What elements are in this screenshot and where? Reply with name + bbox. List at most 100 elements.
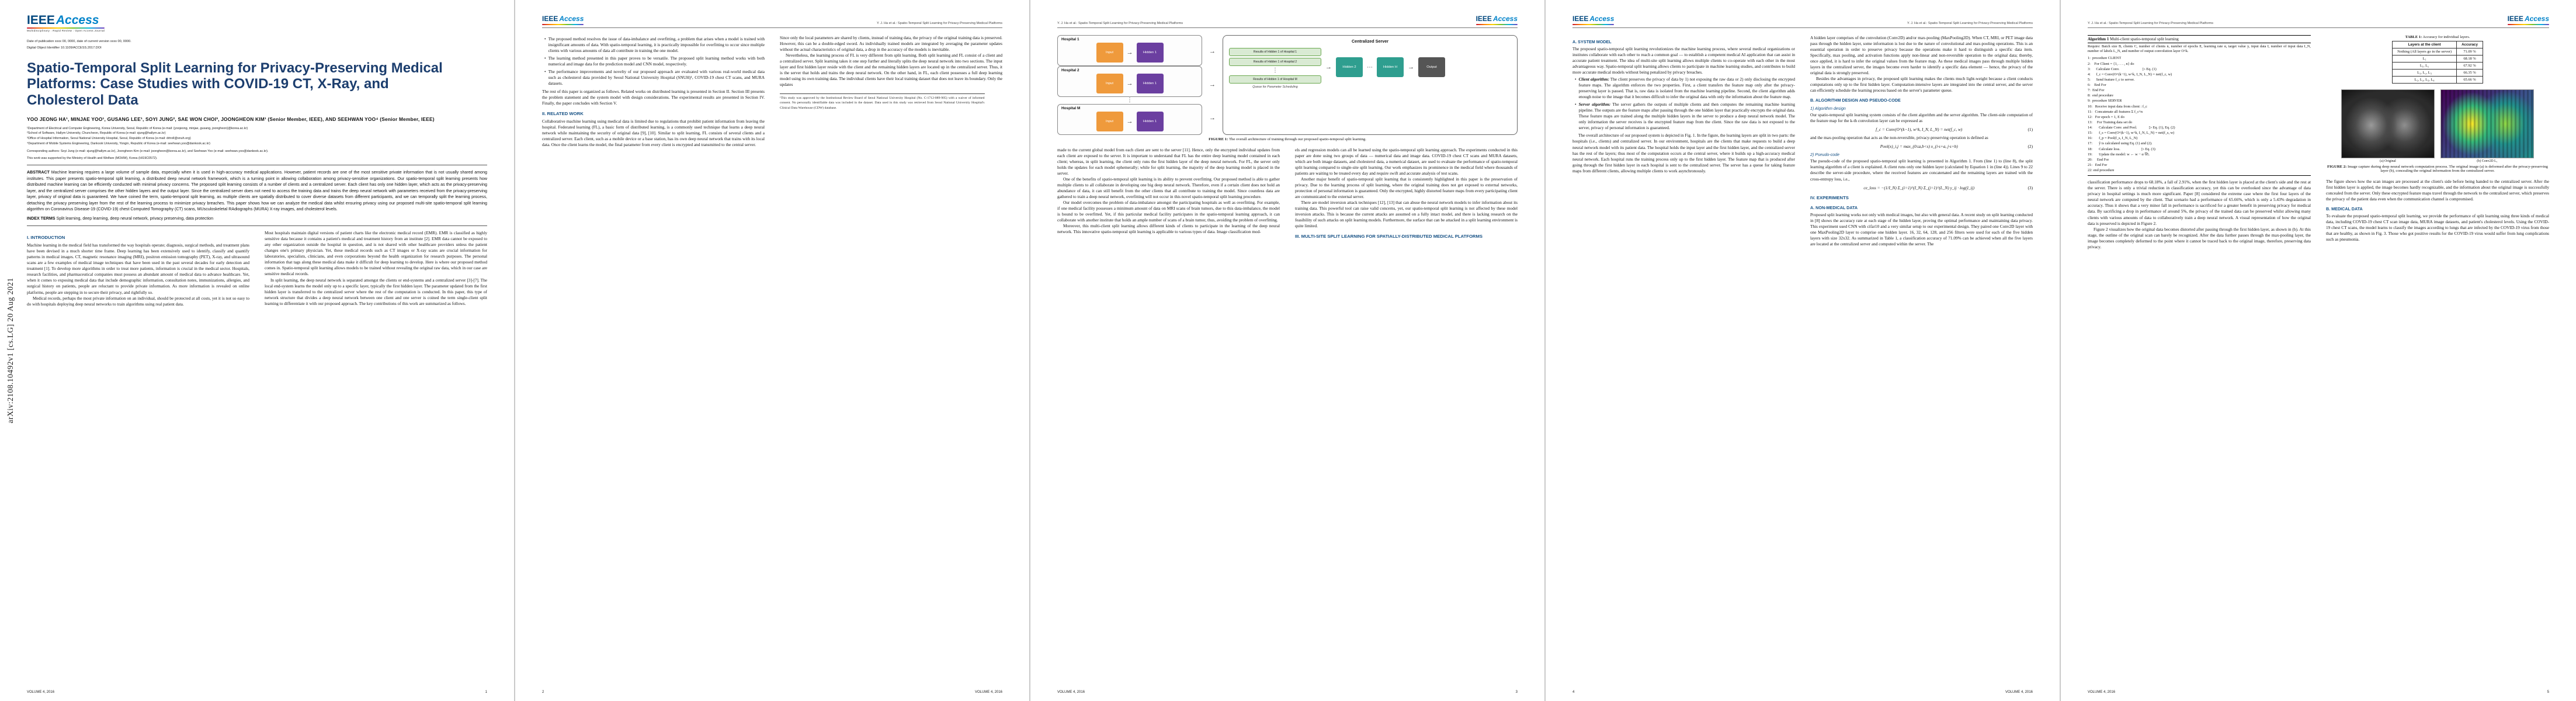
paragraph: Medical records, perhaps the most privat… — [27, 295, 249, 307]
paragraph: Collaborative machine learning using med… — [542, 119, 765, 148]
paragraph: The pseudo-code of the proposed spatio-t… — [1810, 158, 2033, 182]
volume-label: VOLUME 4, 2016 — [2088, 690, 2116, 694]
ct-scan-image — [2341, 89, 2435, 158]
section-introduction-heading: I. INTRODUCTION — [27, 235, 65, 241]
running-title: Y. J. Ha et al.: Spatio-Temporal Split L… — [2088, 21, 2214, 25]
equation-2-body: Pool(x)_i,j = max_(0≤a,b<s) x_(i·s+a, j·… — [1880, 144, 1958, 150]
algorithm-line: 15: f_s = Conv(O^(k−1), w^k, I_N, L_N) =… — [2088, 131, 2175, 136]
fig1-hidden1-block: Hidden 1 — [1136, 73, 1164, 93]
page-footer: 2 VOLUME 4, 2016 — [542, 690, 1002, 694]
arrow-icon: → — [1325, 64, 1332, 71]
section-algorithm-design-heading: B. ALGORITHM DESIGN AND PSEUDO-CODE — [1810, 98, 1901, 103]
table-cell: L₁, L₂ — [2392, 61, 2457, 70]
fig1-input-block: Input — [1096, 73, 1123, 93]
logo-ieee-text: IEEE — [2507, 15, 2523, 23]
page-number: 2 — [542, 690, 544, 694]
client-algorithm-bullet: • Client algorithm: The client preserves… — [1575, 77, 1795, 100]
arxiv-banner: arXiv:2108.10492v1 [cs.LG] 20 Aug 2021 — [6, 277, 15, 424]
column-left: A. SYSTEM MODEL The proposed spatio-temp… — [1572, 35, 1795, 174]
equation-3-body: ce_loss = −(1/I_N) Σ_(i=1)^(I_N) Σ_(j=1)… — [1863, 185, 1975, 190]
arrow-icon: → — [1209, 48, 1216, 55]
figure-1-architecture: Hospital 1 Input → Hidden 1 Hospital 2 I… — [1057, 34, 1518, 135]
section-related-work-heading: II. RELATED WORK — [542, 111, 584, 117]
paragraph: Our spatio-temporal split learning syste… — [1810, 112, 2033, 124]
fig1-hidden2-block: Hidden 2 — [1336, 57, 1363, 77]
table-cell: L₁, L₂, L₃, L₄ — [2392, 75, 2457, 84]
algorithm-1-box: Algorithm 1 Multi-client spatio-temporal… — [2088, 34, 2311, 176]
figure-2-original: (a) Original — [2341, 89, 2435, 163]
paragraph: The overall architecture of our proposed… — [1572, 133, 1795, 173]
table-cell: L₁, L₂, L₃ — [2392, 68, 2457, 77]
table-header-layers: Layers at the client — [2392, 40, 2457, 48]
volume-label: VOLUME 4, 2016 — [27, 690, 55, 694]
logo-access-text: Access — [2524, 15, 2549, 23]
paragraph: Proposed split learning works not only w… — [1810, 211, 2033, 247]
paragraph: Most hospitals maintain digital versions… — [265, 230, 487, 277]
figure-1-caption-label: FIGURE 1: — [1209, 137, 1228, 141]
fig1-result-hospital-1: Results of Hidden 1 of Hospital 1 — [1229, 47, 1321, 56]
paragraph: A hidden layer comprises of the convolut… — [1810, 34, 2033, 75]
page-3: Y. J. Ha et al.: Spatio-Temporal Split L… — [1030, 0, 1546, 701]
algorithm-line: 18: Calculate loss. ▷ Eq. (3) — [2088, 147, 2155, 151]
figure-2-caption-text: Image capture during deep neural network… — [2348, 164, 2548, 173]
algorithm-line: 22: end procedure — [2088, 168, 2115, 172]
arrow-icon: → — [1126, 117, 1133, 125]
column-right: els and regression models can all be lea… — [1295, 147, 1518, 242]
subsection-pseudo-code: 2) Pseudo-code — [1810, 152, 1840, 158]
equation-1: f_c = Conv(O^(k−1), w^k, I_N, L_N) = net… — [1810, 127, 2033, 132]
table-1-caption: TABLE 1: Accuracy for individual layers. — [2326, 35, 2549, 39]
affiliations: ¹Department of Electrical and Computer E… — [27, 126, 487, 147]
page-footer: VOLUME 4, 2016 1 — [27, 690, 487, 694]
divider — [27, 225, 487, 227]
author-list: YOO JEONG HA¹, MINJAE YOO¹, GUSANG LEE¹,… — [27, 116, 435, 122]
equation-3: ce_loss = −(1/I_N) Σ_(i=1)^(I_N) Σ_(j=1)… — [1810, 185, 2033, 190]
bullet-marker: • — [1575, 102, 1577, 107]
fig1-hospital-m-box: Hospital M Input → Hidden 1 — [1057, 103, 1202, 135]
logo-swoosh — [27, 27, 105, 29]
bullet-text: The learning method presented in this pa… — [548, 55, 765, 67]
bullet-text: The proposed method resolves the issue o… — [548, 36, 765, 53]
algorithm-line: 17: ŷ is calculated using Eq. (1) and (2… — [2088, 141, 2153, 146]
logo-access-text: Access — [1589, 15, 1615, 23]
page-1: arXiv:2108.10492v1 [cs.LG] 20 Aug 2021 I… — [0, 0, 515, 701]
page-number: 3 — [1515, 690, 1518, 694]
logo-ieee-text: IEEE — [1476, 15, 1492, 23]
paragraph: Nevertheless, the learning process of FL… — [780, 52, 1002, 87]
algorithm-1-title: Algorithm 1 Multi-client spatio-temporal… — [2088, 37, 2311, 43]
equation-2-number: (2) — [2028, 144, 2033, 150]
column-left: • The proposed method resolves the issue … — [542, 35, 765, 148]
paragraph: Machine learning in the medical field ha… — [27, 242, 249, 295]
column-right: Since only the local parameters are shar… — [780, 35, 1002, 110]
table-cell: 71.09 % — [2456, 47, 2483, 55]
arrow-icon: → — [1126, 48, 1133, 56]
volume-label: VOLUME 4, 2016 — [1057, 690, 1085, 694]
paragraph: Another major benefit of spatio-temporal… — [1295, 176, 1518, 199]
paragraph: Our model overcomes the problem of data-… — [1057, 200, 1280, 223]
bullet-marker: • — [544, 68, 546, 74]
index-terms: INDEX TERMS Split learning, deep learnin… — [27, 216, 487, 221]
section-non-medical-data-heading: A. NON-MEDICAL DATA — [1810, 204, 1858, 210]
funding-note: This work was supported by the Ministry … — [27, 156, 158, 160]
equation-1-body: f_c = Conv(O^(k−1), w^k, I_N, L_N) = net… — [1876, 127, 1963, 133]
logo-ieee-text: IEEE — [542, 15, 558, 23]
horizontal-ellipsis: ⋯ — [1367, 64, 1373, 71]
server-algorithm-label: Server algorithm: — [1578, 102, 1611, 107]
table-header-row: Layers at the client Accuracy — [2392, 40, 2483, 48]
fig1-result-hospital-2: Results of Hidden 1 of Hospital 2 — [1229, 57, 1321, 66]
figure-1-caption: FIGURE 1: The overall architecture of tr… — [1057, 137, 1518, 141]
abstract: ABSTRACT Machine learning requires a lar… — [27, 169, 487, 212]
client-algorithm-text: The client preserves the privacy of data… — [1578, 76, 1795, 99]
fig1-queue-label: Queue for Parameter Scheduling — [1252, 85, 1298, 89]
fig1-hiddenH-block: Hidden H — [1377, 57, 1404, 77]
figure-1-caption-text: The overall architecture of training thr… — [1228, 137, 1366, 141]
logo-ieee-text: IEEE — [1572, 15, 1589, 23]
